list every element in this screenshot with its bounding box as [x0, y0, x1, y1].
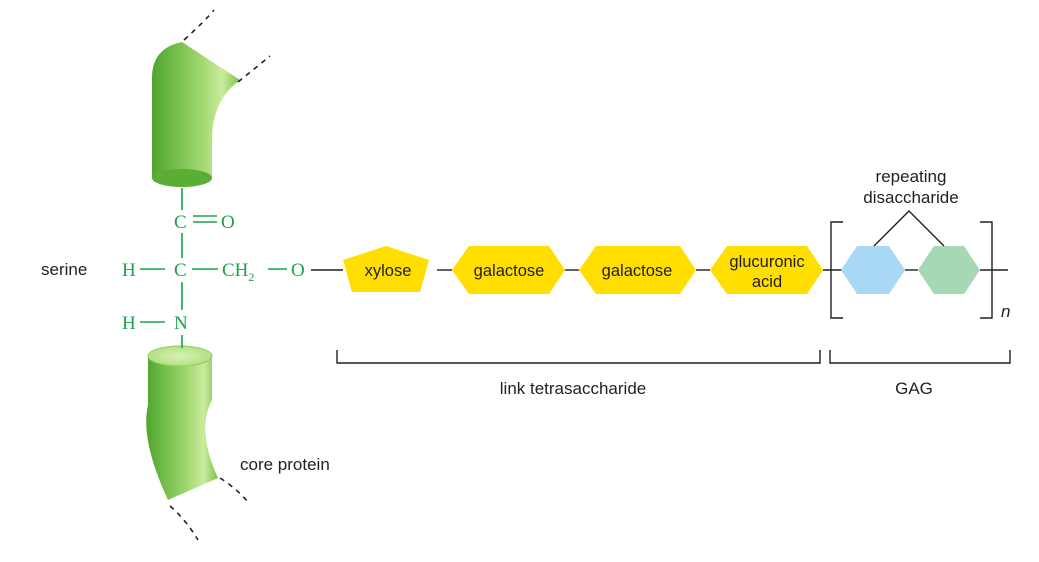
- galactose-2-label: galactose: [602, 262, 673, 280]
- gag-label: GAG: [895, 379, 933, 398]
- glucuronic-acid-label-line2: acid: [752, 273, 782, 291]
- amine-hydrogen: H: [122, 313, 136, 334]
- link-tetrasaccharide-label: link tetrasaccharide: [500, 379, 646, 398]
- link-tetrasaccharide-bracket: [336, 350, 821, 364]
- glucuronic-acid-label-line1: glucuronic: [729, 253, 804, 271]
- amine-nitrogen: N: [174, 313, 188, 334]
- glucuronic-acid-sugar: glucuronic acid: [710, 246, 823, 294]
- core-protein-lower-segment: [146, 345, 249, 541]
- gag-bracket: [829, 350, 1011, 364]
- galactose-sugar-1: galactose: [452, 246, 565, 294]
- carbonyl-carbon: C: [174, 212, 187, 233]
- serine-structure: C O H C CH2 O H N: [122, 188, 305, 348]
- repeating-disaccharide-pointer: [873, 210, 945, 247]
- repeat-count-n: n: [1001, 302, 1010, 321]
- xylose-sugar: xylose: [343, 246, 429, 292]
- galactose-sugar-2: galactose: [579, 246, 696, 294]
- ch2-group: CH2: [222, 260, 254, 284]
- disaccharide-blue-hexagon: [841, 246, 905, 294]
- alpha-hydrogen: H: [122, 260, 136, 281]
- side-chain-oxygen: O: [291, 260, 305, 281]
- alpha-carbon: C: [174, 260, 187, 281]
- repeat-brackets: [830, 221, 993, 319]
- core-protein-upper-segment: [152, 9, 271, 187]
- serine-label: serine: [41, 260, 87, 279]
- repeating-label-line2: disaccharide: [863, 188, 958, 207]
- galactose-1-label: galactose: [474, 262, 545, 280]
- xylose-label: xylose: [365, 262, 412, 280]
- carbonyl-oxygen: O: [221, 212, 235, 233]
- core-protein-label: core protein: [240, 455, 330, 474]
- disaccharide-green-hexagon: [918, 246, 980, 294]
- repeating-label-line1: repeating: [876, 167, 947, 186]
